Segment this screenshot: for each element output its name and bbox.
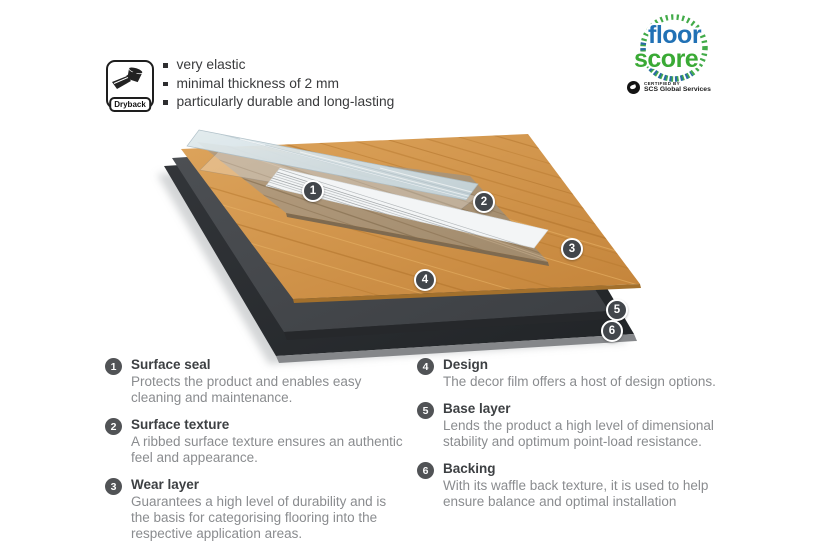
bullet-square-icon: [163, 63, 168, 68]
logo-word-floor: floor: [648, 21, 702, 49]
feature-list: very elastic minimal thickness of 2 mm p…: [163, 56, 394, 112]
legend-right-column: 4 Design The decor film offers a host of…: [417, 357, 741, 521]
certified-by-text: CERTIFIED BY: [644, 81, 681, 86]
layer-marker-5: 5: [606, 299, 628, 321]
marker-number: 5: [613, 304, 621, 316]
spreader-blade: [112, 76, 131, 89]
legend-item-base-layer: 5 Base layer Lends the product a high le…: [417, 401, 741, 450]
feature-item: particularly durable and long-lasting: [163, 93, 394, 112]
legend-item-backing: 6 Backing With its waffle back texture, …: [417, 461, 741, 510]
legend-title: Base layer: [443, 401, 511, 416]
glue-spreader-icon: [112, 66, 143, 89]
marker-number: 6: [608, 325, 616, 337]
feature-text: very elastic: [176, 57, 246, 72]
bullet-square-icon: [163, 100, 168, 105]
dryback-badge: Dryback: [106, 60, 154, 112]
legend-description: The decor film offers a host of design o…: [443, 374, 716, 389]
legend-item-surface-texture: 2 Surface texture A ribbed surface textu…: [105, 417, 408, 466]
legend-description: With its waffle back texture, it is used…: [443, 478, 709, 509]
legend-number: 5: [417, 402, 434, 419]
feature-item: very elastic: [163, 56, 394, 75]
logo-ring-green: [640, 14, 708, 82]
marker-number: 2: [480, 196, 488, 208]
layer-marker-4: 4: [414, 269, 436, 291]
spreader-handle: [126, 70, 137, 79]
legend-description: Protects the product and enables easy cl…: [131, 374, 362, 405]
legend-number: 3: [105, 478, 122, 495]
legend-description: A ribbed surface texture ensures an auth…: [131, 434, 403, 465]
legend-number: 4: [417, 358, 434, 375]
marker-number: 1: [309, 185, 317, 197]
legend-title: Backing: [443, 461, 496, 476]
bullet-square-icon: [163, 81, 168, 87]
feature-item: minimal thickness of 2 mm: [163, 75, 394, 94]
legend-item-design: 4 Design The decor film offers a host of…: [417, 357, 741, 390]
layer-marker-6: 6: [601, 320, 623, 342]
layer-marker-3: 3: [561, 238, 583, 260]
marker-number: 3: [568, 243, 576, 255]
layer-marker-2: 2: [473, 191, 495, 213]
legend-item-wear-layer: 3 Wear layer Guarantees a high level of …: [105, 477, 408, 542]
feature-text: particularly durable and long-lasting: [176, 94, 395, 110]
legend-title: Surface seal: [131, 357, 211, 372]
floorscore-logo: floor score: [632, 14, 708, 82]
spreader-line: [113, 77, 129, 84]
legend-number: 1: [105, 358, 122, 375]
legend-item-surface-seal: 1 Surface seal Protects the product and …: [105, 357, 408, 406]
feature-text: minimal thickness of 2 mm: [176, 75, 340, 91]
logo-word-score: score: [634, 45, 699, 73]
certifier-name: SCS Global Services: [644, 86, 711, 93]
legend-description: Guarantees a high level of durability an…: [131, 494, 387, 541]
legend-number: 2: [105, 418, 122, 435]
dryback-label: Dryback: [109, 97, 151, 112]
layer-marker-1: 1: [302, 180, 324, 202]
marker-number: 4: [421, 274, 429, 286]
glue-bucket-icon: [127, 66, 143, 83]
legend-title: Design: [443, 357, 489, 372]
legend-number: 6: [417, 462, 434, 479]
legend-title: Surface texture: [131, 417, 230, 432]
scs-logo-icon: [627, 81, 640, 94]
scs-certification: CERTIFIED BY SCS Global Services: [627, 81, 711, 94]
legend-title: Wear layer: [131, 477, 200, 492]
legend-left-column: 1 Surface seal Protects the product and …: [105, 357, 408, 549]
legend-description: Lends the product a high level of dimens…: [443, 418, 714, 449]
